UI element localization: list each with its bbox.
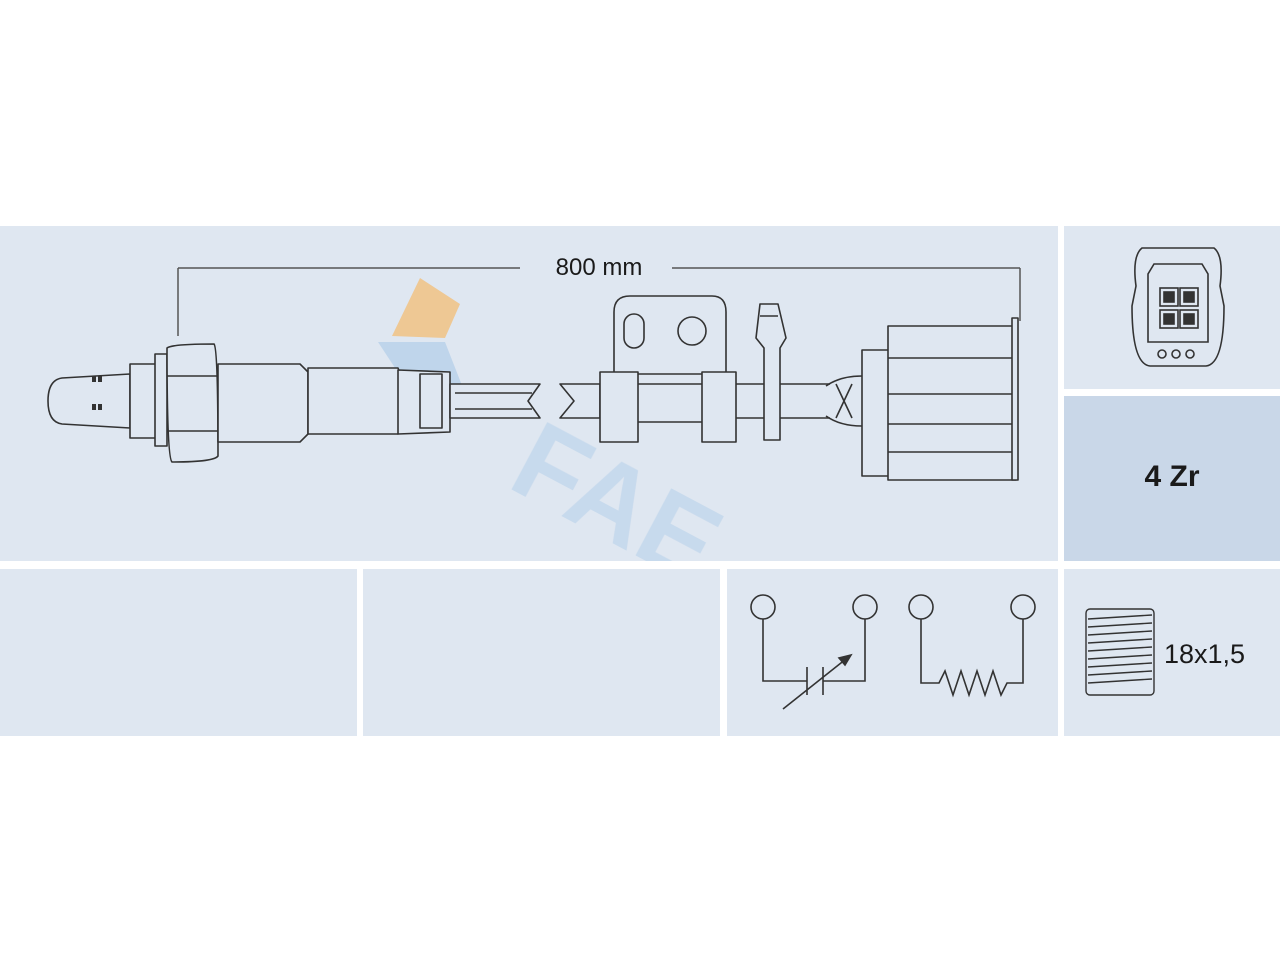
heater-resistor-icon bbox=[908, 594, 1036, 698]
thread-icon bbox=[1085, 608, 1155, 696]
wire-type-label: 4 Zr bbox=[1144, 460, 1200, 493]
wire-type-panel: 4 Zr bbox=[1064, 396, 1280, 561]
variable-resistor-icon bbox=[750, 594, 878, 710]
empty-panel-1 bbox=[0, 569, 357, 736]
lambda-sensor-icon: FAE bbox=[47, 267, 1021, 561]
empty-panel-2 bbox=[363, 569, 720, 736]
connector-plug-icon bbox=[1131, 247, 1225, 367]
cable-length-label: 800 mm bbox=[555, 254, 643, 281]
dimension-line bbox=[177, 267, 1021, 336]
circuit-panel bbox=[727, 569, 1058, 736]
connector-face-panel bbox=[1064, 226, 1280, 389]
thread-panel: 18x1,5 bbox=[1064, 569, 1280, 736]
thread-label: 18x1,5 bbox=[1164, 639, 1246, 669]
sensor-drawing-panel: FAE bbox=[0, 226, 1058, 561]
